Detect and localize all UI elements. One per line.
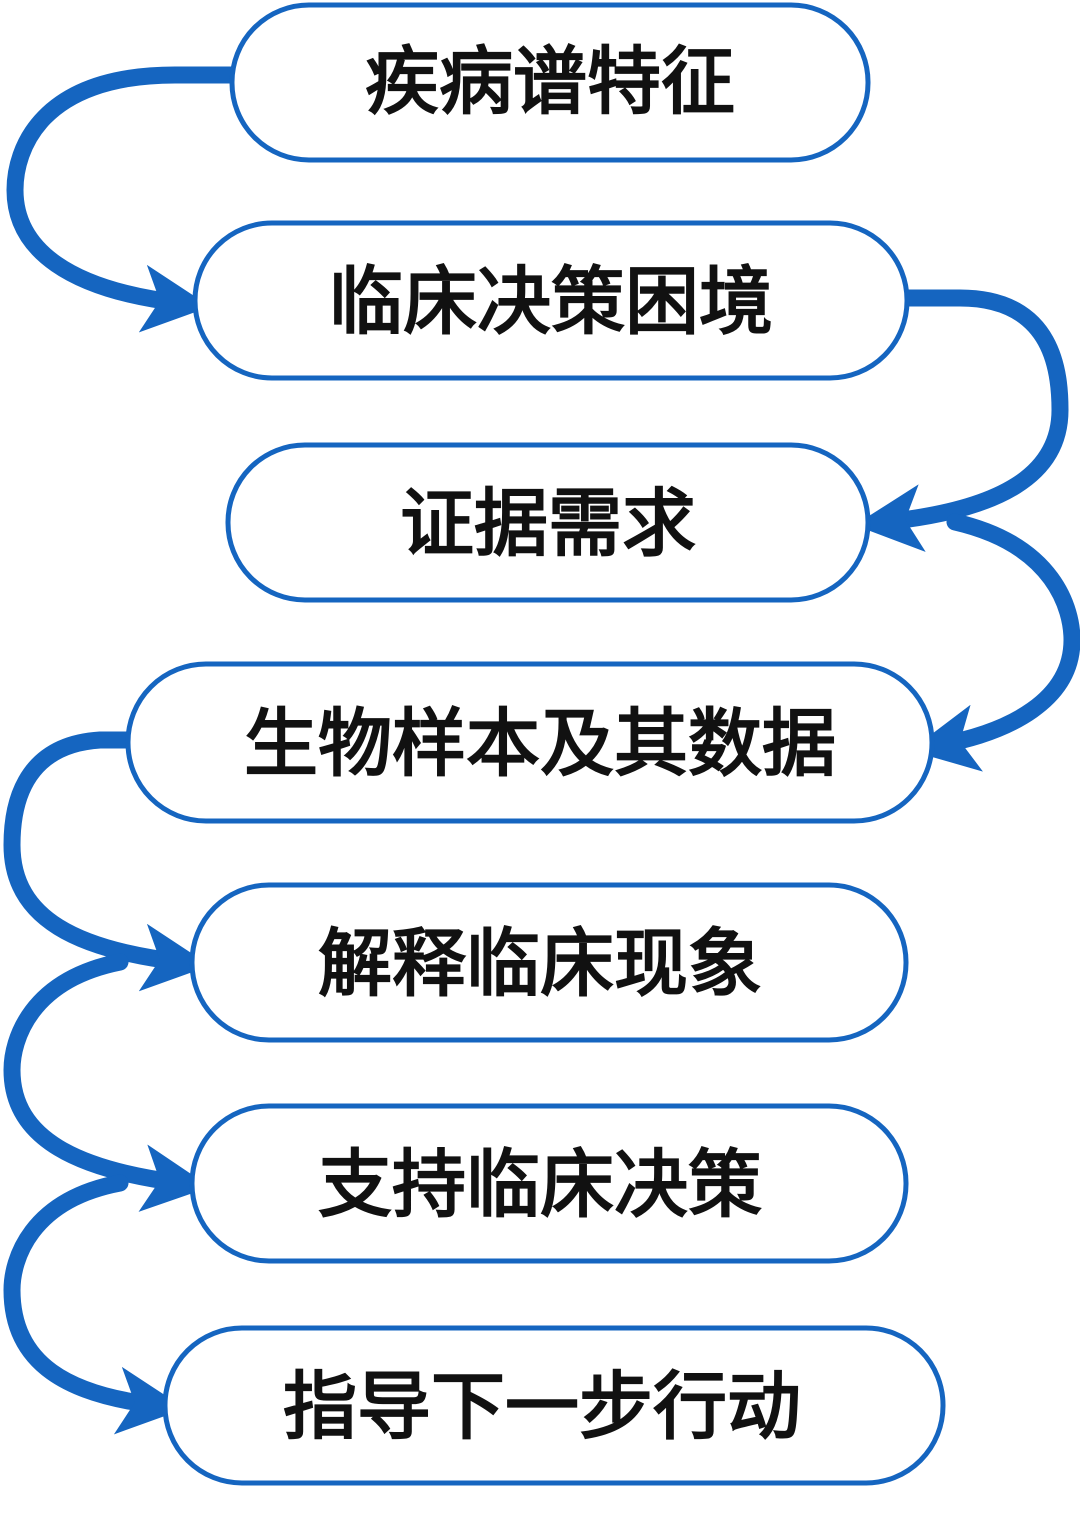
- step-label-5: 解释临床现象: [318, 921, 762, 1007]
- step-box-2: 临床决策困境: [192, 220, 910, 381]
- connector-arrow-6: [3, 1174, 186, 1435]
- step-label-2: 临床决策困境: [329, 259, 773, 345]
- connector-arrow-5: [3, 953, 211, 1212]
- connector-arrow-4: [3, 731, 211, 992]
- connector-arrow-2: [854, 289, 1069, 552]
- connector-arrow-3: [909, 513, 1080, 772]
- step-box-7: 指导下一步行动: [162, 1325, 946, 1486]
- step-box-5: 解释临床现象: [189, 882, 909, 1043]
- step-box-6: 支持临床决策: [189, 1103, 909, 1264]
- step-label-6: 支持临床决策: [318, 1142, 762, 1228]
- connector-arrow-1: [6, 66, 241, 333]
- step-box-4: 生物样本及其数据: [125, 661, 935, 824]
- step-label-7: 指导下一步行动: [283, 1364, 801, 1450]
- step-label-4: 生物样本及其数据: [244, 701, 836, 787]
- step-label-1: 疾病谱特征: [365, 39, 735, 125]
- step-box-1: 疾病谱特征: [229, 2, 871, 163]
- step-box-3: 证据需求: [225, 442, 871, 603]
- step-label-3: 证据需求: [400, 481, 696, 567]
